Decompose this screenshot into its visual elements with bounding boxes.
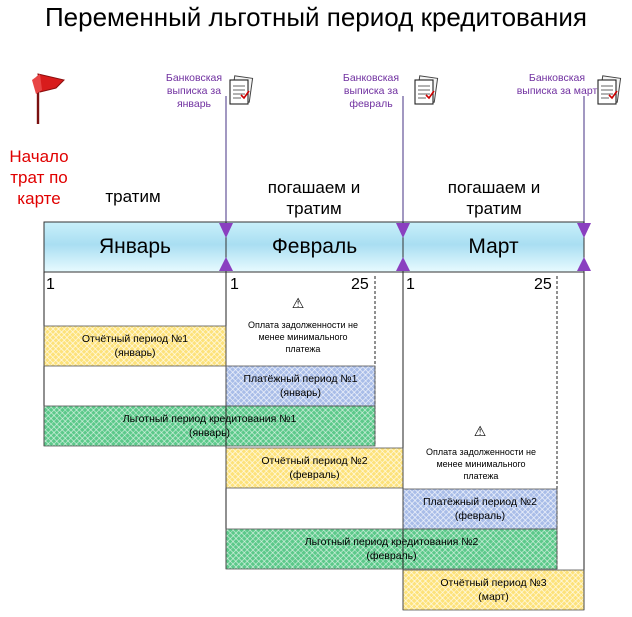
period-month: (февраль): [289, 469, 340, 481]
statement-label-february: Банковская выписка за февраль: [342, 72, 400, 110]
period-title: Платёжный период №1: [243, 373, 358, 385]
payment-note: Оплата задолженности не менее минимально…: [248, 320, 358, 354]
period-month: (январь): [188, 427, 231, 439]
period-title: Отчётный период №3: [440, 577, 547, 589]
flag-icon: [32, 73, 65, 124]
statement-label-march: Банковская выписка за март: [516, 72, 598, 97]
period-title: Льготный период кредитования №1: [122, 413, 297, 425]
period-title: Отчётный период №1: [81, 333, 189, 345]
document-icon: [414, 75, 439, 105]
payment-period-1: Платёжный период №1 (январь): [226, 366, 375, 406]
reporting-period-2: Отчётный период №2 (февраль): [226, 448, 403, 488]
day-label: 1: [46, 276, 55, 293]
period-title: Платёжный период №2: [422, 496, 538, 508]
month-march: Март: [403, 222, 584, 272]
period-month: (февраль): [454, 510, 506, 522]
period-title: Льготный период кредитования №2: [304, 536, 479, 548]
day-label: 1: [406, 276, 415, 293]
document-icon: [597, 75, 622, 105]
grace-period-1: Льготный период кредитования №1 (январь): [44, 406, 375, 446]
day-label: 25: [351, 276, 369, 293]
period-month: (февраль): [366, 550, 417, 562]
period-title: Отчётный период №2: [261, 455, 368, 467]
day-label: 25: [534, 276, 552, 293]
payment-note: Оплата задолженности не менее минимально…: [426, 447, 536, 481]
month-january: Январь: [44, 222, 226, 272]
period-month: (январь): [279, 387, 322, 399]
phase-label: погашаем и тратим: [447, 178, 541, 218]
period-month: (март): [478, 591, 509, 603]
page-title: Переменный льготный период кредитования: [44, 2, 587, 32]
day-label: 1: [230, 276, 239, 293]
phase-label: погашаем и тратим: [267, 178, 361, 218]
grace-period-2: Льготный период кредитования №2 (февраль): [226, 529, 557, 569]
period-month: (январь): [114, 347, 156, 359]
warning-icon: ⚠: [291, 295, 305, 311]
statement-label-january: Банковская выписка за январь: [165, 72, 223, 110]
month-february: Февраль: [226, 222, 403, 272]
phase-label: тратим: [105, 187, 161, 206]
document-icon: [229, 75, 254, 105]
warning-icon: ⚠: [473, 423, 487, 439]
payment-period-2: Платёжный период №2 (февраль): [403, 489, 557, 529]
start-label: Начало трат по карте: [9, 147, 69, 208]
reporting-period-1: Отчётный период №1 (январь): [44, 326, 226, 366]
reporting-period-3: Отчётный период №3 (март): [403, 570, 584, 610]
